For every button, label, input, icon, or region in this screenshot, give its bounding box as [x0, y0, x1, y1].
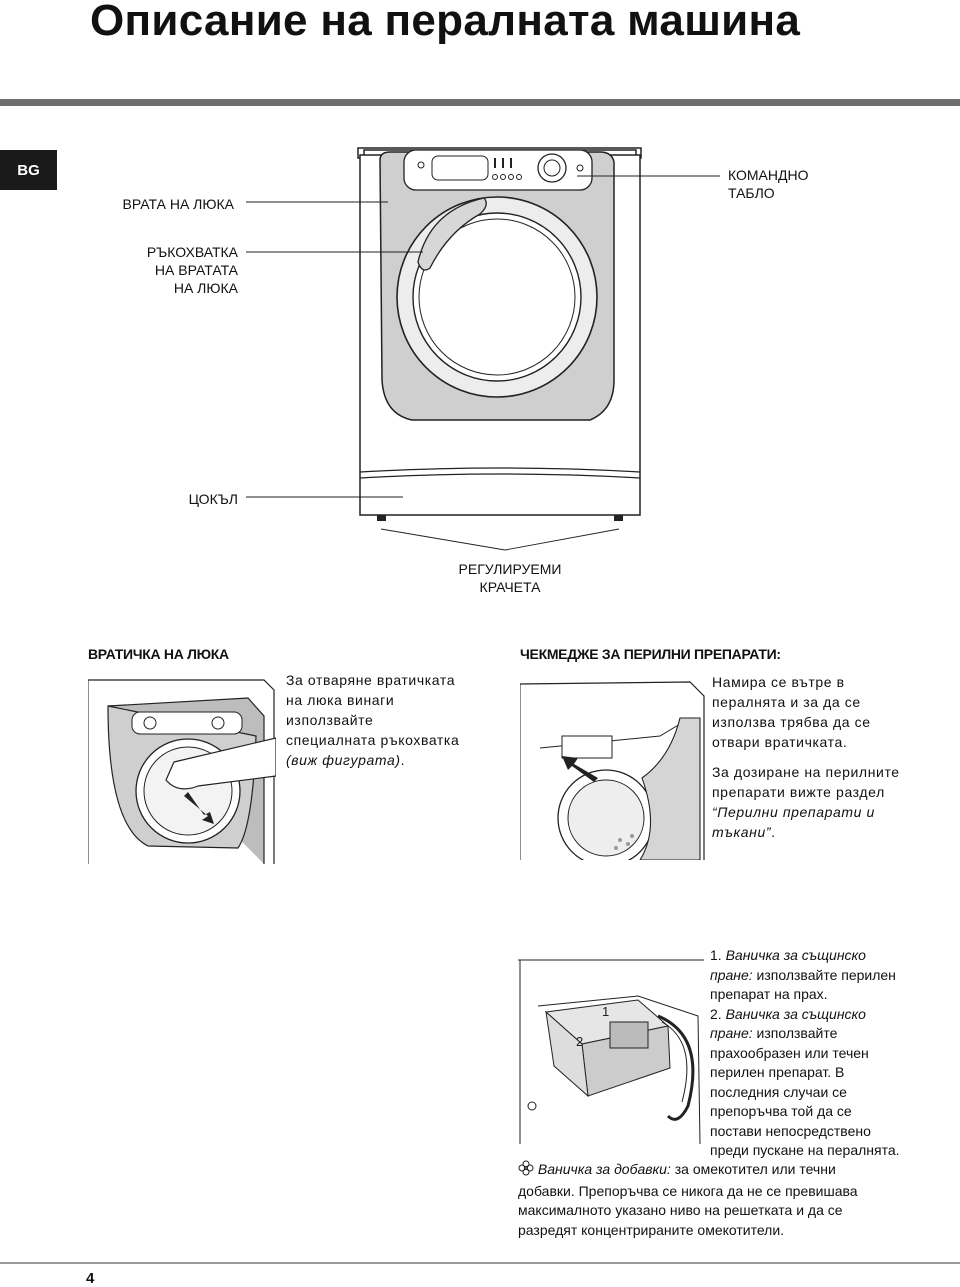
door-section-heading: ВРАТИЧКА НА ЛЮКА	[88, 646, 229, 662]
compartments-figure: 1 2	[518, 956, 706, 1144]
compartments-text: 1. Ваничка за същинско пране: използвайт…	[710, 947, 900, 1158]
door-opening-figure	[88, 676, 276, 864]
handle-label: РЪКОХВАТКА НА ВРАТАТА НА ЛЮКА	[146, 244, 238, 296]
feet-label: РЕГУЛИРУЕМИ КРАЧЕТА	[458, 561, 562, 595]
additive-text: Ваничка за добавки: за омекотител или те…	[518, 1160, 858, 1238]
drawer-section-heading: ЧЕКМЕДЖЕ ЗА ПЕРИЛНИ ПРЕПАРАТИ:	[520, 646, 781, 662]
language-tab: BG	[0, 150, 57, 190]
door-section-text: За отваряне вратичката на люка винаги из…	[286, 672, 460, 768]
control-panel-label: КОМАНДНО ТАБЛО	[728, 167, 809, 201]
page-title: Описание на пералната машина	[90, 0, 801, 45]
plinth-label: ЦОКЪЛ	[188, 491, 238, 507]
washing-machine-figure	[246, 147, 720, 551]
compartment-number-2: 2	[576, 1034, 583, 1049]
drawer-location-figure	[520, 678, 708, 860]
page-number: 4	[86, 1270, 95, 1287]
drawer-section-text: Намира се вътре в пералнята и за да се и…	[712, 674, 900, 840]
flower-icon	[518, 1160, 534, 1182]
header-rule	[0, 99, 960, 106]
footer-rule	[0, 1262, 960, 1264]
door-label: ВРАТА НА ЛЮКА	[122, 196, 234, 212]
compartment-number-1: 1	[602, 1004, 609, 1019]
